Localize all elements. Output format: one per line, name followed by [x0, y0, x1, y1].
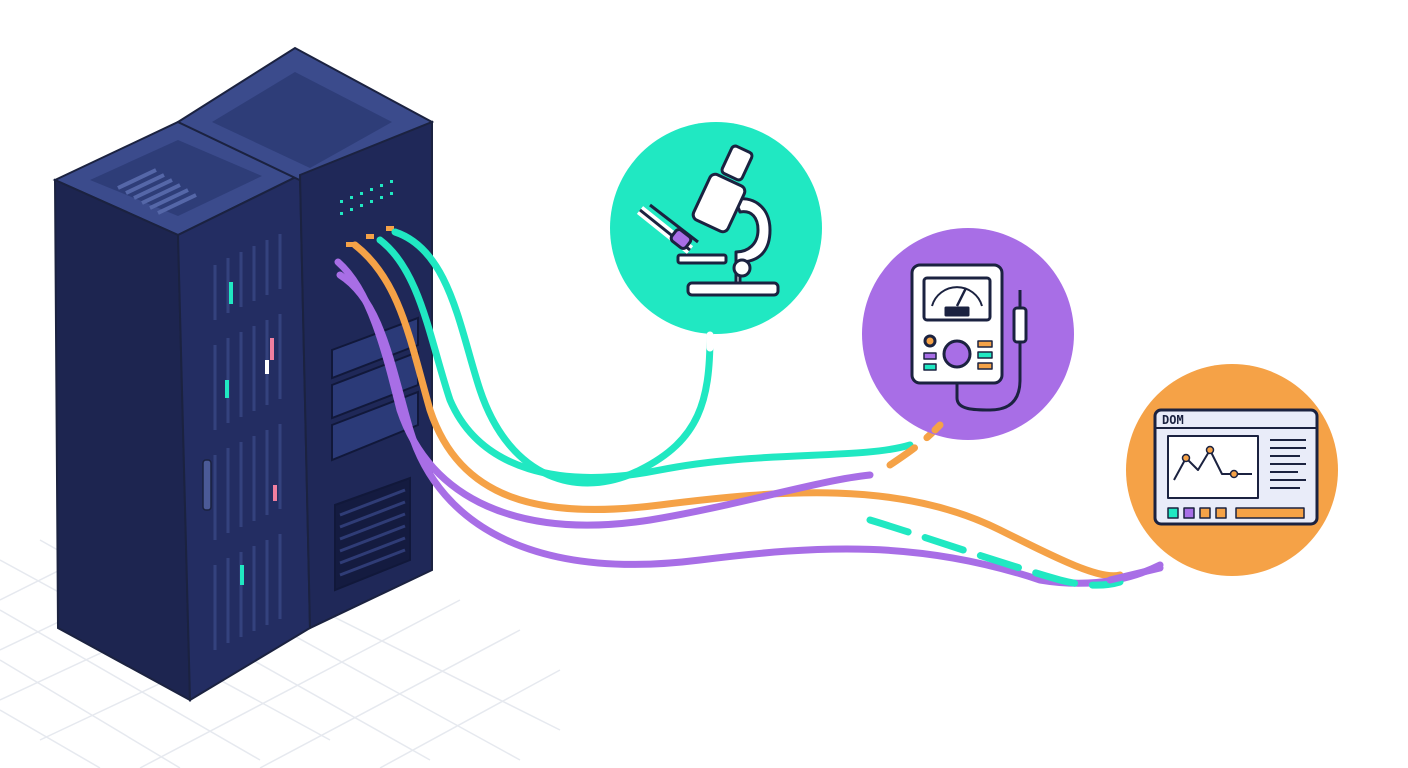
dom-window-label: DOM	[1162, 413, 1184, 427]
server-rack-right	[175, 46, 435, 630]
rack-unit-1	[331, 316, 419, 380]
cable-purple-multimeter	[334, 258, 874, 529]
rack-left-door	[176, 173, 312, 702]
rack-left-front	[53, 178, 192, 702]
cable-dash-overlay-2	[886, 426, 939, 469]
rack-left-vent-icon	[117, 168, 197, 215]
dom-window-icon	[1153, 408, 1319, 526]
rack-door-handle[interactable]	[202, 459, 212, 511]
rack-left-status-leds	[225, 282, 277, 585]
server-rack-left	[52, 120, 312, 702]
rack-right-top-vent	[340, 180, 393, 215]
connector-stubs	[706, 331, 1164, 584]
cable-teal-multimeter	[376, 236, 914, 481]
cable-orange-dom	[351, 241, 1124, 580]
cable-dash-overlay-1	[866, 516, 1124, 589]
rack-left-top-panel	[90, 140, 262, 216]
node-multimeter[interactable]	[862, 228, 1074, 440]
node-dom-monitor[interactable]: DOM	[1126, 364, 1338, 576]
cable-ports	[346, 226, 394, 247]
rack-unit-stack	[331, 316, 419, 592]
cable-purple-dom	[336, 271, 1164, 587]
multimeter-icon	[910, 263, 1028, 412]
node-microscope[interactable]	[610, 122, 822, 334]
cable-bundle	[334, 228, 1164, 589]
microscope-icon	[636, 144, 780, 297]
rack-right-top-panel	[212, 72, 392, 168]
